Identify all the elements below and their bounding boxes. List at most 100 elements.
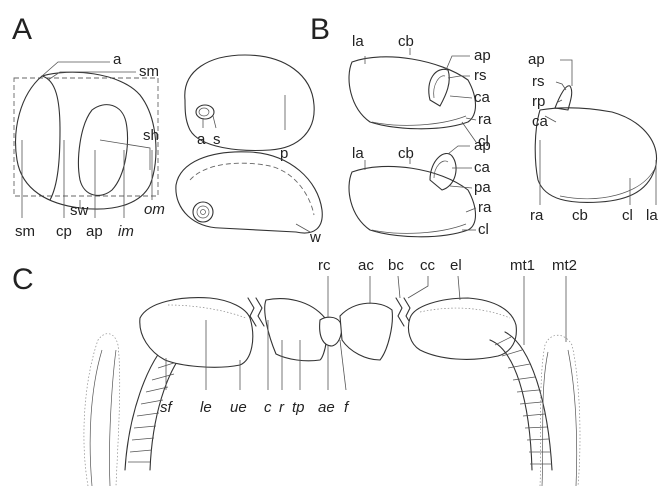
leader-f	[339, 339, 347, 391]
outline-dashed-box	[13, 77, 159, 197]
operculum-side-inner	[559, 169, 655, 199]
label-side-cb: cb	[572, 207, 588, 224]
shell-coil-inner	[200, 209, 206, 215]
label-im: im	[118, 223, 134, 240]
label-side-la: la	[646, 207, 658, 224]
operculum-bottom-inner	[371, 223, 467, 234]
shell-coil-outer	[192, 201, 214, 223]
label-p: p	[280, 145, 288, 162]
leader-top-ap	[445, 55, 470, 71]
label-top-la: la	[352, 33, 364, 50]
leader-bot-ap	[447, 145, 470, 155]
label-top-rs: rs	[474, 67, 487, 84]
label-side-rp: rp	[532, 93, 545, 110]
operculum-right-inner	[419, 307, 511, 319]
muscle-edge-right-2	[567, 349, 578, 486]
label-c: c	[264, 399, 272, 416]
leader-side-ap	[560, 59, 573, 86]
leader-a	[41, 61, 110, 77]
label-side-rs: rs	[532, 73, 545, 90]
label-bot-ra: ra	[478, 199, 492, 216]
label-sw: sw	[70, 202, 89, 219]
leader-bc	[397, 275, 401, 299]
leader-top-rs	[447, 75, 470, 79]
label-sm-top: sm	[139, 63, 159, 80]
label-top-ra: ra	[478, 111, 492, 128]
muscle-edge-left-2	[109, 349, 117, 486]
operculum-top-apophysis	[428, 68, 450, 107]
label-bot-ap: ap	[474, 137, 491, 154]
label-sf: sf	[160, 399, 174, 416]
operculum-top-outline	[348, 56, 477, 130]
shell-lateral-dashed	[189, 162, 315, 216]
leader-cc	[407, 276, 429, 299]
leader-bot-pa	[449, 185, 473, 189]
label-a-mid: a	[197, 131, 206, 148]
shell-apex	[195, 104, 215, 120]
label-rc: rc	[318, 257, 331, 274]
label-w: w	[309, 229, 321, 246]
muscle-edge-left-1	[89, 349, 103, 486]
shell-outline	[15, 71, 157, 210]
operculum-left	[139, 297, 254, 368]
label-side-ca: ca	[532, 113, 549, 130]
label-side-ra: ra	[530, 207, 544, 224]
panel-label-b: B	[310, 13, 330, 46]
label-f: f	[344, 399, 350, 416]
shell-lateral-view	[175, 151, 323, 234]
label-mt2: mt2	[552, 257, 577, 274]
label-bot-cb: cb	[398, 145, 414, 162]
panel-label-c: C	[12, 263, 34, 296]
label-le: le	[200, 399, 212, 416]
muscle-coil-right	[489, 331, 553, 471]
cartilage-left	[247, 297, 265, 327]
label-a-top: a	[113, 51, 122, 68]
trochlear-plate	[264, 298, 328, 362]
shell-apex-inner	[198, 107, 210, 117]
label-sh: sh	[143, 127, 159, 144]
leader-side-ca	[544, 115, 557, 123]
label-ue: ue	[230, 399, 247, 416]
leader-top-cl	[461, 121, 477, 143]
leader-el	[457, 275, 461, 301]
leader-sh	[99, 139, 151, 170]
shell-margin-line	[41, 75, 61, 201]
shell-coil-mid	[196, 205, 210, 219]
label-ae: ae	[318, 399, 335, 416]
muscle-coil-right-rings	[494, 336, 552, 465]
label-bot-cl: cl	[478, 221, 489, 238]
label-bot-pa: pa	[474, 179, 491, 196]
label-tp: tp	[292, 399, 305, 416]
aperture-outline	[77, 104, 129, 196]
muscle-edge-right-1	[541, 351, 549, 486]
label-ac: ac	[358, 257, 374, 274]
shell-dorsal-view	[184, 54, 315, 151]
operculum-left-inner	[167, 304, 247, 319]
label-ap: ap	[86, 223, 103, 240]
label-bot-la: la	[352, 145, 364, 162]
label-top-ap: ap	[474, 47, 491, 64]
muscle-mass-right	[539, 334, 581, 486]
label-r: r	[279, 399, 285, 416]
operculum-side-apophysis	[554, 85, 573, 111]
leader-sm-top	[47, 71, 136, 81]
leader-side-rs	[555, 81, 567, 91]
label-top-cb: cb	[398, 33, 414, 50]
operculum-top-apophysis-inner	[433, 75, 446, 99]
panel-label-a: A	[12, 13, 32, 46]
label-top-cl: cl	[478, 133, 489, 150]
operculum-bottom-apophysis	[429, 153, 457, 191]
leader-w	[295, 223, 311, 233]
operculum-bottom-outline	[348, 165, 477, 238]
leader-side-rp	[557, 99, 563, 103]
operculum-side-outline	[534, 107, 658, 203]
leader-top-ca	[449, 95, 473, 99]
label-top-ca: ca	[474, 89, 491, 106]
leader-bot-ra	[465, 207, 477, 213]
leader-top-ra	[465, 117, 477, 121]
label-s: s	[213, 131, 221, 148]
label-cp: cp	[56, 223, 72, 240]
label-om: om	[144, 201, 165, 218]
label-mt1: mt1	[510, 257, 535, 274]
